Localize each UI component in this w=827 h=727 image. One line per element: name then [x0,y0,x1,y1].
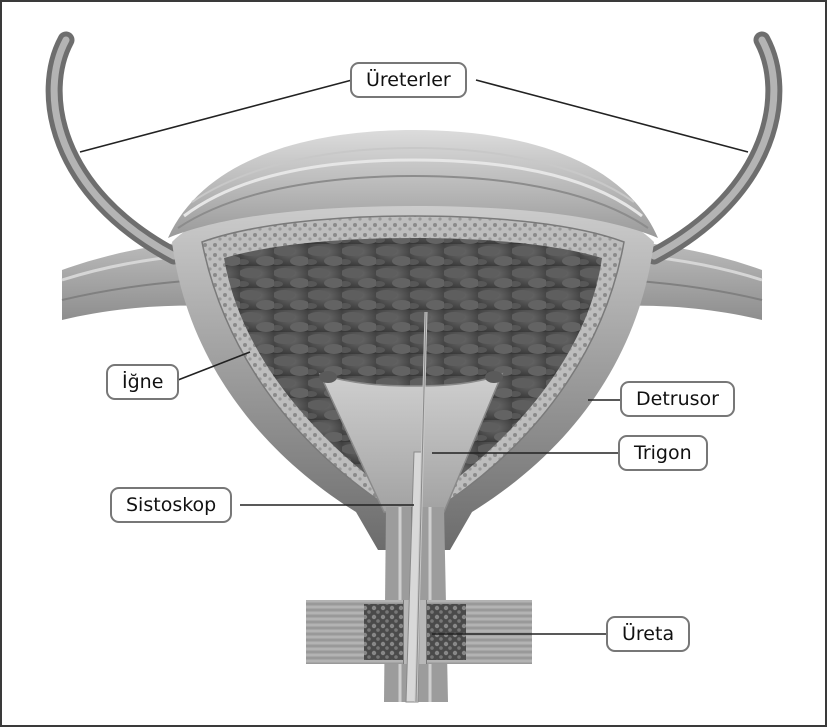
label-cystoscope: Sistoskop [110,487,232,523]
label-urethra: Üreta [606,616,690,652]
label-needle: İğne [106,364,179,400]
label-ureters: Üreterler [350,62,467,98]
label-detrusor: Detrusor [620,381,735,417]
label-trigone: Trigon [618,435,708,471]
